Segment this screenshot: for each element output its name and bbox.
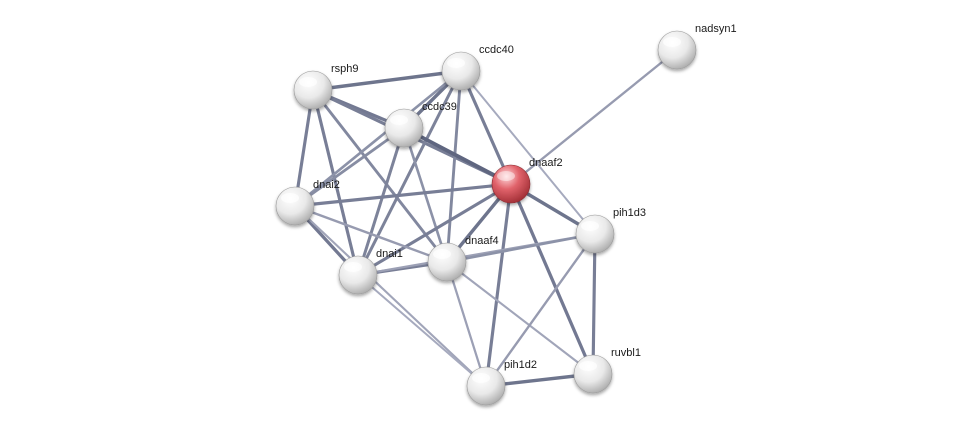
node-highlight-rsph9	[299, 77, 317, 87]
node-ccdc40[interactable]: ccdc40	[441, 44, 514, 91]
node-pih1d2[interactable]: pih1d2	[466, 359, 537, 406]
edge-ccdc39-dnai2[interactable]	[293, 126, 406, 208]
edge-rsph9-dnai1[interactable]	[311, 88, 360, 277]
edge-rsph9-dnaaf4[interactable]	[311, 88, 449, 264]
edge-dnaaf2-dnai2[interactable]	[293, 182, 513, 208]
edge-dnaaf2-ruvbl1[interactable]	[509, 182, 595, 376]
edge-dnaaf4-pih1d3[interactable]	[445, 232, 597, 264]
edge-rsph9-ccdc40[interactable]	[311, 69, 463, 92]
edge-dnai1-pih1d2[interactable]	[357, 274, 487, 387]
node-label-nadsyn1: nadsyn1	[695, 23, 737, 35]
node-sphere-pih1d3[interactable]	[575, 214, 615, 254]
node-highlight-pih1d3	[581, 221, 599, 231]
node-highlight-dnaaf2	[497, 171, 515, 181]
edge-pih1d3-pih1d2[interactable]	[484, 232, 597, 388]
edge-ccdc40-pih1d3[interactable]	[460, 70, 596, 235]
edge-dnaaf2-nadsyn1[interactable]	[509, 48, 679, 186]
node-label-dnai2: dnai2	[313, 179, 340, 191]
node-dnai2[interactable]: dnai2	[275, 179, 340, 226]
node-sphere-dnaaf4[interactable]	[427, 242, 467, 282]
node-ccdc39[interactable]: ccdc39	[384, 101, 457, 148]
node-sphere-ccdc39[interactable]	[384, 108, 424, 148]
node-highlight-pih1d2	[472, 373, 490, 383]
node-label-ruvbl1: ruvbl1	[611, 347, 641, 359]
node-dnai1[interactable]: dnai1	[338, 248, 403, 295]
node-label-dnaaf4: dnaaf4	[465, 235, 499, 247]
edge-ccdc39-dnaaf2[interactable]	[402, 126, 513, 186]
node-highlight-ccdc39	[390, 115, 408, 125]
node-highlight-dnai1	[344, 262, 362, 272]
node-sphere-dnaaf2[interactable]	[491, 164, 531, 204]
edge-dnai2-pih1d2[interactable]	[293, 204, 488, 388]
node-sphere-rsph9[interactable]	[293, 70, 333, 110]
node-label-ccdc40: ccdc40	[479, 44, 514, 56]
node-dnaaf4[interactable]: dnaaf4	[427, 235, 499, 282]
edge-rsph9-dnai2[interactable]	[293, 88, 315, 208]
node-ruvbl1[interactable]: ruvbl1	[573, 347, 641, 394]
node-sphere-nadsyn1[interactable]	[657, 30, 697, 70]
edge-ccdc40-dnai2[interactable]	[293, 69, 463, 208]
node-highlight-ruvbl1	[579, 361, 597, 371]
node-sphere-dnai2[interactable]	[275, 186, 315, 226]
edge-dnaaf2-dnai1[interactable]	[356, 182, 513, 277]
node-label-dnai1: dnai1	[376, 248, 403, 260]
edges-layer	[293, 48, 679, 388]
node-label-pih1d3: pih1d3	[613, 207, 646, 219]
nodes-layer: nadsyn1 ccdc40 rsph9 ccdc39 dnaaf2 dnai2 pih1d…	[275, 23, 737, 406]
edge-dnai2-dnaaf4[interactable]	[293, 204, 449, 264]
edge-ccdc40-dnaaf4[interactable]	[445, 69, 463, 264]
node-label-pih1d2: pih1d2	[504, 359, 537, 371]
edge-dnaaf2-pih1d2[interactable]	[484, 182, 513, 388]
edge-dnaaf4-pih1d2[interactable]	[445, 260, 488, 388]
node-sphere-ccdc40[interactable]	[441, 51, 481, 91]
node-highlight-ccdc40	[447, 58, 465, 68]
node-label-dnaaf2: dnaaf2	[529, 157, 563, 169]
node-dnaaf2[interactable]: dnaaf2	[491, 157, 563, 204]
node-highlight-nadsyn1	[663, 37, 681, 47]
edge-ccdc39-dnaaf4[interactable]	[402, 126, 449, 264]
edge-pih1d3-ruvbl1[interactable]	[591, 232, 597, 376]
node-sphere-pih1d2[interactable]	[466, 366, 506, 406]
node-highlight-dnaaf4	[433, 249, 451, 259]
node-pih1d3[interactable]: pih1d3	[575, 207, 646, 254]
node-label-rsph9: rsph9	[331, 63, 359, 75]
edge-ccdc40-dnai1[interactable]	[356, 69, 463, 277]
node-label-ccdc39: ccdc39	[422, 101, 457, 113]
node-sphere-ruvbl1[interactable]	[573, 354, 613, 394]
edge-ccdc39-dnai1[interactable]	[356, 126, 406, 277]
edge-ccdc40-dnaaf2[interactable]	[459, 69, 513, 186]
node-sphere-dnai1[interactable]	[338, 255, 378, 295]
node-highlight-dnai2	[281, 193, 299, 203]
edge-dnaaf4-ruvbl1[interactable]	[445, 260, 595, 376]
node-rsph9[interactable]: rsph9	[293, 63, 359, 110]
node-nadsyn1[interactable]: nadsyn1	[657, 23, 737, 70]
